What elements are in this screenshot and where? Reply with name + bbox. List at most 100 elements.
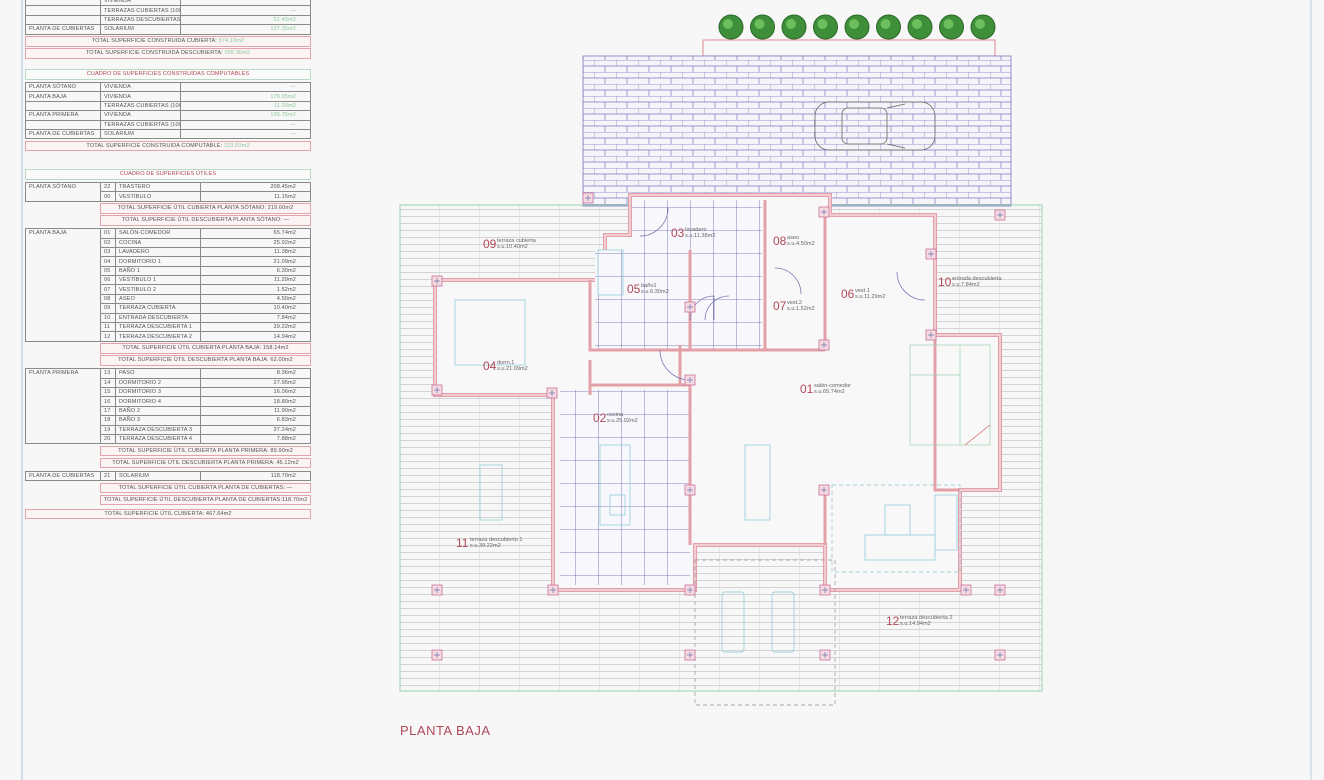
total-row: TOTAL SUPERFICIE CONSTRUIDA DESCUBIERTA:… bbox=[25, 48, 311, 59]
room-number: 21 bbox=[100, 470, 116, 482]
room-name: SOLARIUM bbox=[115, 470, 201, 482]
total-row: TOTAL SUPERFICIE ÚTIL DESCUBIERTA PLANTA… bbox=[100, 355, 311, 366]
staircase bbox=[909, 344, 991, 446]
bath-tiles bbox=[595, 250, 685, 350]
room-name: TERRAZA DESCUBIERTA 3 bbox=[115, 424, 201, 435]
room-name: lavadero bbox=[685, 227, 706, 233]
room-name: VESTÍBULO 1 bbox=[115, 275, 201, 286]
room-area: 21.09m2 bbox=[200, 256, 311, 267]
use-cell: TERRAZAS CUBIERTAS (100%) bbox=[100, 119, 181, 130]
room-number: 16 bbox=[100, 396, 116, 407]
room-area: s.u.21.09m2 bbox=[497, 366, 528, 372]
useful-area-table: CUADRO DE SUPERFICIES ÚTILES PLANTA SÓTAN… bbox=[25, 169, 311, 520]
room-area: s.u.65.74m2 bbox=[814, 389, 845, 395]
room-number: 02 bbox=[593, 411, 607, 425]
room-number: 12 bbox=[886, 614, 900, 628]
use-cell: TERRAZAS CUBIERTAS (100%) bbox=[100, 100, 181, 112]
room-area: 39.22m2 bbox=[200, 322, 311, 333]
room-name: ASEO bbox=[115, 293, 201, 305]
room-area: s.u.39.22m2 bbox=[470, 543, 501, 549]
computable-area-table: CUADRO DE SUPERFICIES CONSTRUIDAS COMPUT… bbox=[25, 69, 311, 152]
room-name: DORMITORIO 4 bbox=[115, 396, 201, 407]
room-name: BAÑO 3 bbox=[115, 415, 201, 426]
room-name: entrada descubierta bbox=[952, 276, 1002, 282]
room-area: 65.74m2 bbox=[200, 228, 311, 239]
room-number: 04 bbox=[483, 359, 497, 373]
room-area: s.u.6.30m2 bbox=[641, 289, 669, 295]
room-number: 02 bbox=[100, 237, 116, 248]
total-row: TOTAL SUPERFICIE ÚTIL CUBIERTA PLANTA BA… bbox=[100, 343, 311, 354]
room-name: vest.1 bbox=[855, 288, 870, 294]
door-swings bbox=[639, 207, 926, 381]
room-name: PASO bbox=[115, 368, 201, 379]
room-number: 14 bbox=[100, 377, 116, 388]
room-number: 09 bbox=[100, 303, 116, 314]
room-area: 4.50m2 bbox=[200, 293, 311, 305]
room-name: DORMITORIO 2 bbox=[115, 377, 201, 388]
room-area: 10.40m2 bbox=[200, 303, 311, 314]
room-area: s.u.25.92m2 bbox=[607, 418, 638, 424]
room-name: SALÓN-COMEDOR bbox=[115, 228, 201, 239]
total-row: TOTAL SUPERFICIE ÚTIL DESCUBIERTA PLANTA… bbox=[100, 215, 311, 226]
total-row: TOTAL SUPERFICIE ÚTIL DESCUBIERTA PLANTA… bbox=[100, 494, 311, 506]
use-cell: SOLARIUM bbox=[100, 24, 181, 35]
area-cell: — bbox=[180, 5, 311, 16]
total-row: TOTAL SUPERFICIE ÚTIL CUBIERTA PLANTA PR… bbox=[100, 445, 311, 457]
room-name: cocina bbox=[607, 412, 624, 418]
trees-row bbox=[718, 14, 996, 40]
room-area: s.u.7.84m2 bbox=[952, 282, 980, 288]
room-area: 27.95m2 bbox=[200, 377, 311, 388]
floor-cell: PLANTA PRIMERA bbox=[25, 110, 101, 121]
room-area: 6.83m2 bbox=[200, 415, 311, 426]
room-name: TERRAZA DESCUBIERTA 1 bbox=[115, 322, 201, 333]
use-cell: TERRAZAS DESCUBIERTAS (100%) bbox=[100, 14, 181, 26]
room-area: 25.92m2 bbox=[200, 237, 311, 248]
use-cell: VIVIENDA bbox=[100, 81, 181, 93]
room-name: COCINA bbox=[115, 237, 201, 248]
room-area: s.u.1.52m2 bbox=[787, 306, 815, 312]
total-row: TOTAL SUPERFICIE CONSTRUIDA CUBIERTA: 57… bbox=[25, 36, 311, 47]
room-name: BAÑO 2 bbox=[115, 405, 201, 417]
room-area: 16.06m2 bbox=[200, 386, 311, 398]
table-title: CUADRO DE SUPERFICIES ÚTILES bbox=[25, 169, 311, 180]
room-area: 11.90m2 bbox=[200, 405, 311, 417]
table-row: TERRAZAS DESCUBIERTAS (100%)51.45m2 bbox=[25, 14, 311, 26]
room-number: 10 bbox=[938, 275, 952, 289]
room-name: salón-comedor bbox=[814, 383, 851, 389]
table-row: TERRAZAS CUBIERTAS (100%)11.20m2 bbox=[25, 100, 311, 112]
room-name: terraza descubierta 2 bbox=[900, 615, 953, 621]
floor-cell: PLANTA BAJA bbox=[25, 228, 101, 342]
area-cell: 135.75m2 bbox=[180, 110, 311, 121]
room-area: 1.52m2 bbox=[200, 284, 311, 295]
driveway-paving bbox=[582, 55, 1012, 207]
area-cell: — bbox=[180, 119, 311, 130]
kitchen-tiles bbox=[560, 390, 690, 585]
floor-cell bbox=[25, 5, 101, 16]
room-number: 05 bbox=[100, 265, 116, 277]
room-area: 18.80m2 bbox=[200, 396, 311, 407]
room-area: 6.30m2 bbox=[200, 265, 311, 277]
room-name: vest.2 bbox=[787, 300, 802, 306]
room-number: 07 bbox=[773, 299, 787, 313]
room-area: 8.36m2 bbox=[200, 368, 311, 379]
room-name: VESTÍBULO 2 bbox=[115, 284, 201, 295]
area-cell: 11.20m2 bbox=[180, 100, 311, 112]
room-name: ENTRADA DESCUBIERTA bbox=[115, 312, 201, 324]
floor-cell: PLANTA SÓTANO bbox=[25, 182, 101, 202]
use-cell: SOLARIUM bbox=[100, 128, 181, 140]
room-number: 18 bbox=[100, 415, 116, 426]
floor-cell bbox=[25, 100, 101, 112]
